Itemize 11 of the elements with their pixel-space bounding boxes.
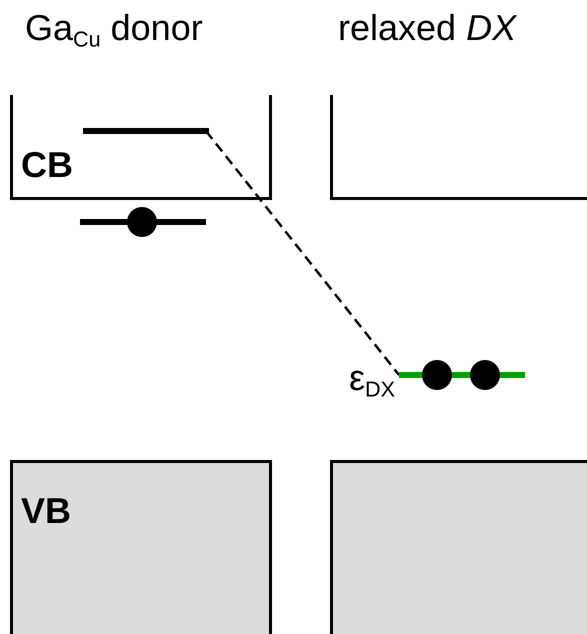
column-heading: relaxed DX [338, 10, 516, 46]
level-label: ε$_{DX}$ [348, 360, 395, 396]
band-label: VB [21, 493, 72, 529]
column-heading: Ga$_{Cu}$ donor [25, 10, 203, 46]
valence-band [330, 460, 587, 634]
conduction-band [330, 95, 587, 200]
band-label: CB [21, 147, 73, 183]
conduction-band [10, 95, 272, 200]
dashed-connector [205, 130, 400, 376]
valence-band [10, 460, 272, 634]
energy-level [83, 128, 209, 134]
